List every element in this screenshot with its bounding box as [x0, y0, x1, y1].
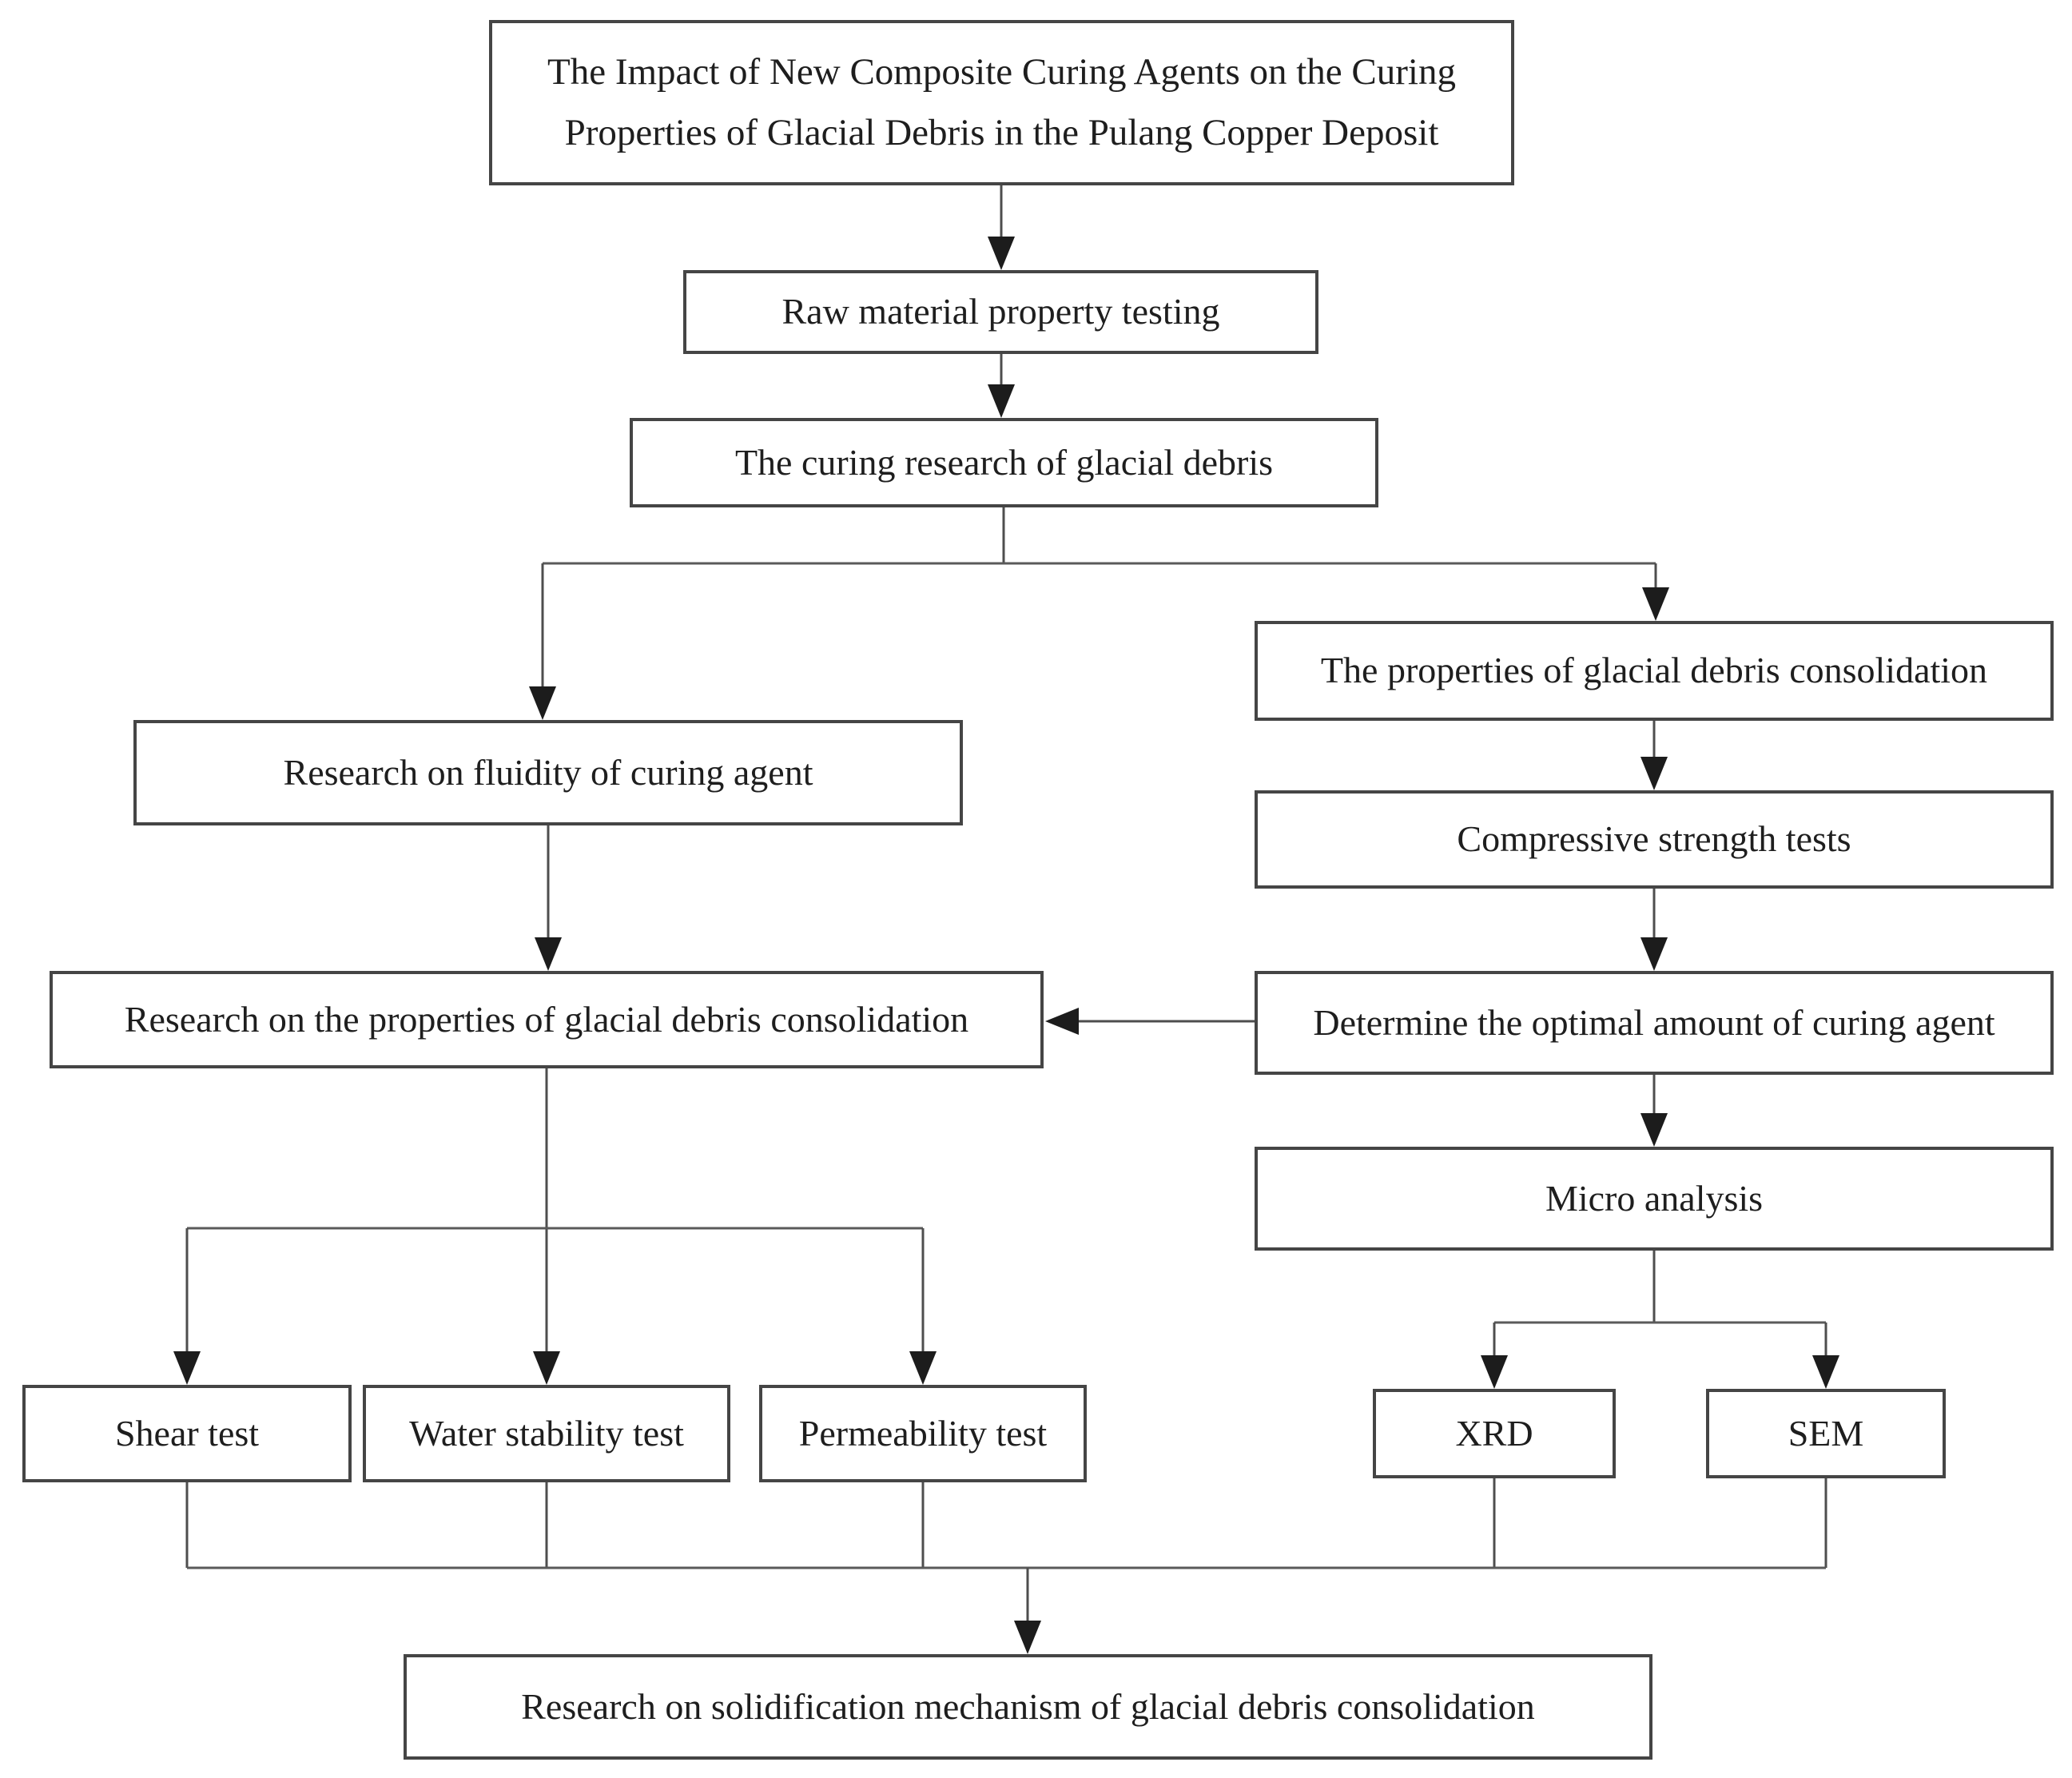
node-water-stability-test: Water stability test	[363, 1385, 730, 1482]
node-label: Shear test	[114, 1412, 260, 1454]
arrowhead-compressive	[1640, 757, 1668, 790]
arrowhead-props	[1642, 587, 1669, 621]
node-curing-research: The curing research of glacial debris	[630, 418, 1378, 507]
arrowhead-sem	[1812, 1355, 1839, 1389]
title-line-2: Properties of Glacial Debris in the Pula…	[564, 111, 1439, 153]
node-xrd: XRD	[1373, 1389, 1616, 1478]
node-label: SEM	[1788, 1412, 1864, 1454]
arrowhead-solidification	[1014, 1621, 1041, 1654]
title-line-1: The Impact of New Composite Curing Agent…	[547, 51, 1456, 93]
node-label: The curing research of glacial debris	[734, 441, 1274, 483]
node-raw-material-testing: Raw material property testing	[683, 270, 1318, 354]
node-label: Raw material property testing	[781, 291, 1220, 332]
node-label: Permeability test	[798, 1412, 1048, 1454]
node-label: Research on fluidity of curing agent	[283, 751, 813, 793]
title-text: The Impact of New Composite Curing Agent…	[547, 42, 1456, 162]
node-label: XRD	[1455, 1412, 1533, 1454]
node-label: Research on the properties of glacial de…	[124, 998, 969, 1040]
node-micro-analysis: Micro analysis	[1255, 1147, 2054, 1251]
arrowhead-propsresearch-left	[1045, 1008, 1079, 1035]
node-compressive-strength-tests: Compressive strength tests	[1255, 790, 2054, 889]
arrowhead-xrd	[1481, 1355, 1508, 1389]
node-label: Micro analysis	[1545, 1177, 1764, 1219]
node-title: The Impact of New Composite Curing Agent…	[489, 20, 1514, 185]
arrowhead-curing	[988, 384, 1015, 418]
node-fluidity-research: Research on fluidity of curing agent	[133, 720, 963, 825]
node-sem: SEM	[1706, 1389, 1946, 1478]
node-label: The properties of glacial debris consoli…	[1320, 650, 1988, 691]
node-label: Research on solidification mechanism of …	[521, 1685, 1535, 1727]
node-label: Water stability test	[409, 1412, 684, 1454]
node-solidification-mechanism: Research on solidification mechanism of …	[404, 1654, 1652, 1760]
arrowhead-water	[533, 1351, 560, 1385]
arrowhead-fluidity	[529, 686, 556, 720]
arrowhead-permeability	[909, 1351, 937, 1385]
arrowhead-shear	[173, 1351, 201, 1385]
node-permeability-test: Permeability test	[759, 1385, 1087, 1482]
node-label: Compressive strength tests	[1457, 818, 1851, 860]
node-label: Determine the optimal amount of curing a…	[1313, 1001, 1995, 1043]
node-optimal-amount: Determine the optimal amount of curing a…	[1255, 971, 2054, 1075]
node-properties-research: Research on the properties of glacial de…	[50, 971, 1044, 1068]
node-consolidation-properties: The properties of glacial debris consoli…	[1255, 621, 2054, 721]
arrowhead-propsresearch	[535, 937, 562, 971]
node-shear-test: Shear test	[22, 1385, 352, 1482]
arrowhead-determine	[1640, 937, 1668, 971]
arrowhead-raw	[988, 237, 1015, 270]
arrowhead-micro	[1640, 1113, 1668, 1147]
